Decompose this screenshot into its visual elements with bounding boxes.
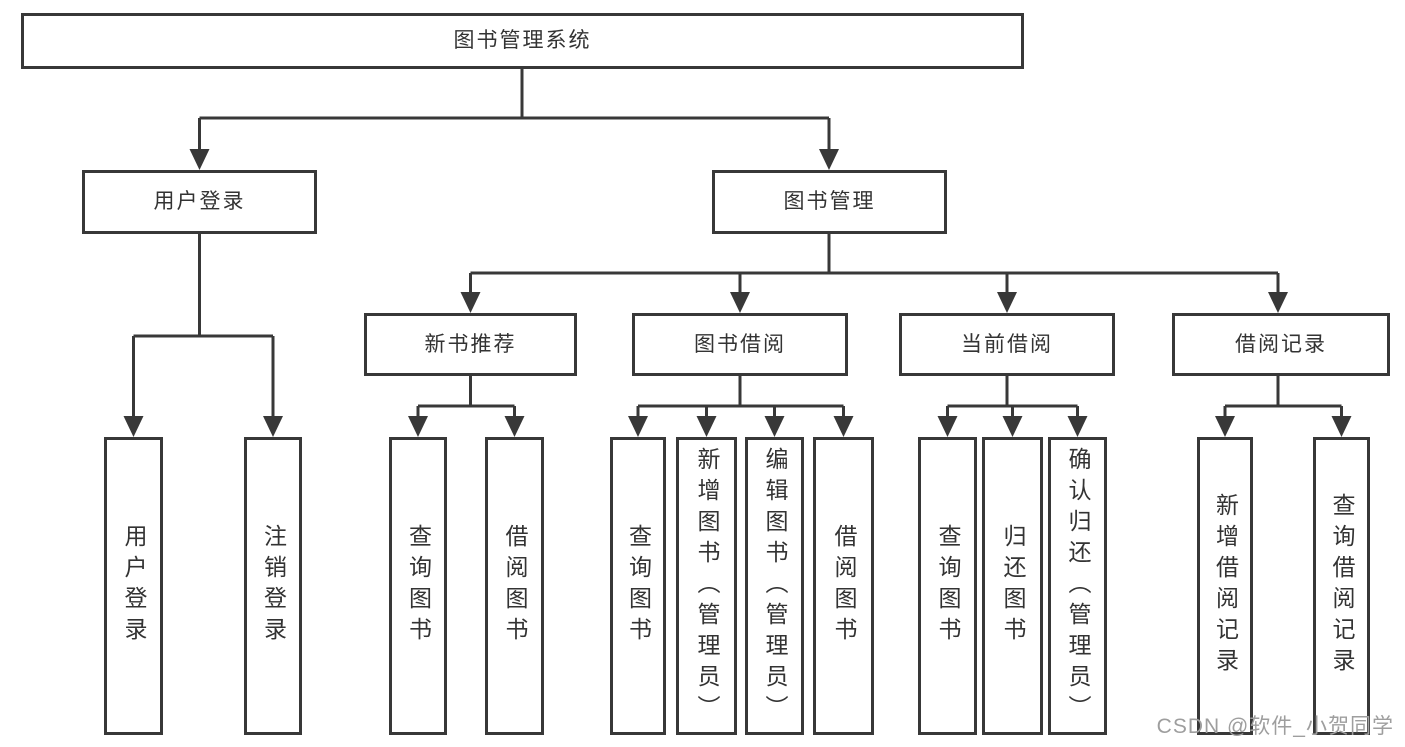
arrowhead xyxy=(696,416,717,437)
connector-root-to-level2 xyxy=(189,69,839,170)
leaf-records-add-record: 新增借阅记录 xyxy=(1197,437,1253,735)
arrowhead xyxy=(263,416,283,437)
node-book-management: 图书管理 xyxy=(712,170,947,234)
connector-book-management-to-level3 xyxy=(460,234,1288,313)
leaf-records-add-record-label: 新增借阅记录 xyxy=(1212,493,1239,679)
arrowhead xyxy=(997,292,1017,313)
arrowhead xyxy=(189,149,210,170)
arrowhead xyxy=(730,292,750,313)
leaf-records-query-record-label: 查询借阅记录 xyxy=(1329,493,1355,679)
leaf-borrow-edit-book-admin: 编辑图书（管理员） xyxy=(745,437,804,735)
node-root-system: 图书管理系统 xyxy=(21,13,1024,69)
arrowhead xyxy=(408,416,428,437)
leaf-user-login: 用户登录 xyxy=(104,437,163,735)
leaf-recommend-query-book: 查询图书 xyxy=(389,437,447,735)
node-book-borrow: 图书借阅 xyxy=(632,313,848,376)
arrowhead xyxy=(460,292,481,313)
leaf-current-confirm-return-admin-label: 确认归还（管理员） xyxy=(1065,446,1091,726)
arrowhead xyxy=(1331,416,1352,437)
connector-user-login-to-leaves xyxy=(123,234,283,437)
leaf-borrow-add-book-admin-label: 新增图书（管理员） xyxy=(694,446,720,726)
node-current-borrow-label: 当前借阅 xyxy=(961,332,1053,356)
leaf-borrow-add-book-admin: 新增图书（管理员） xyxy=(676,437,737,735)
node-user-login-label: 用户登录 xyxy=(153,190,246,214)
arrowhead xyxy=(504,416,525,437)
node-current-borrow: 当前借阅 xyxy=(899,313,1115,376)
leaf-borrow-edit-book-admin-label: 编辑图书（管理员） xyxy=(762,446,788,726)
node-borrow-records: 借阅记录 xyxy=(1172,313,1390,376)
leaf-records-query-record: 查询借阅记录 xyxy=(1313,437,1370,735)
leaf-logout-label: 注销登录 xyxy=(260,524,287,648)
leaf-current-query-book-label: 查询图书 xyxy=(935,524,961,648)
arrowhead xyxy=(123,416,144,437)
node-new-book-recommend-label: 新书推荐 xyxy=(424,332,517,356)
leaf-current-confirm-return-admin: 确认归还（管理员） xyxy=(1048,437,1107,735)
arrowhead xyxy=(1067,416,1088,437)
leaf-recommend-query-book-label: 查询图书 xyxy=(405,524,432,648)
watermark: CSDN @软件_小贺同学 xyxy=(1156,715,1394,738)
node-book-borrow-label: 图书借阅 xyxy=(694,332,786,356)
leaf-borrow-query-book-label: 查询图书 xyxy=(625,524,652,648)
leaf-logout: 注销登录 xyxy=(244,437,302,735)
leaf-current-return-book-label: 归还图书 xyxy=(1000,524,1026,648)
connector-current-borrow-to-leaves xyxy=(937,376,1088,437)
leaf-recommend-borrow-book-label: 借阅图书 xyxy=(502,524,528,648)
connector-book-borrow-to-leaves xyxy=(628,376,854,437)
arrowhead xyxy=(628,416,648,437)
leaf-borrow-borrow-book-label: 借阅图书 xyxy=(831,524,857,648)
leaf-user-login-label: 用户登录 xyxy=(121,524,147,648)
arrowhead xyxy=(833,416,854,437)
arrowhead xyxy=(937,416,958,437)
node-borrow-records-label: 借阅记录 xyxy=(1235,332,1327,356)
connector-borrow-records-to-leaves xyxy=(1215,376,1352,437)
leaf-borrow-borrow-book: 借阅图书 xyxy=(813,437,874,735)
node-new-book-recommend: 新书推荐 xyxy=(364,313,577,376)
leaf-borrow-query-book: 查询图书 xyxy=(610,437,666,735)
node-root-system-label: 图书管理系统 xyxy=(453,29,592,53)
arrowhead xyxy=(1215,416,1235,437)
arrowhead xyxy=(1002,416,1023,437)
node-book-management-label: 图书管理 xyxy=(783,190,876,214)
arrowhead xyxy=(764,416,785,437)
leaf-recommend-borrow-book: 借阅图书 xyxy=(485,437,544,735)
arrowhead xyxy=(819,149,839,170)
leaf-current-return-book: 归还图书 xyxy=(982,437,1043,735)
leaf-current-query-book: 查询图书 xyxy=(918,437,977,735)
connector-new-book-recommend-to-leaves xyxy=(408,376,525,437)
arrowhead xyxy=(1268,292,1288,313)
node-user-login: 用户登录 xyxy=(82,170,317,234)
